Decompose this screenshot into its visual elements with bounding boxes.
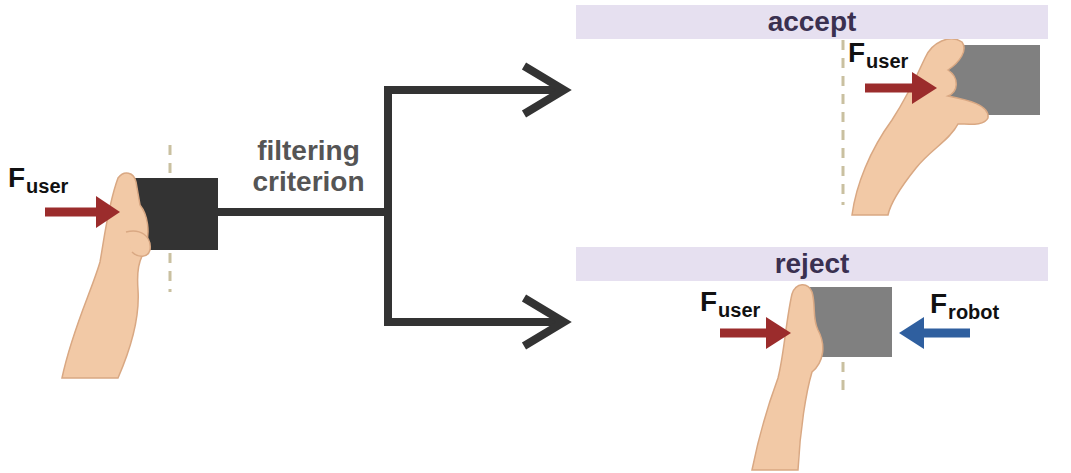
flow-line <box>384 86 392 326</box>
hand <box>752 285 823 470</box>
arrowhead <box>524 298 564 346</box>
force-symbol: F <box>700 287 717 318</box>
force-arrow <box>45 208 100 217</box>
force-symbol: F <box>8 163 25 194</box>
force-arrowhead <box>899 317 924 349</box>
band-label: reject <box>775 248 850 280</box>
flow-line <box>218 208 388 216</box>
force-arrow <box>720 329 770 338</box>
force-symbol: F <box>848 38 865 69</box>
hand <box>62 173 148 378</box>
flow-line <box>384 86 562 94</box>
force-arrowhead <box>96 196 120 228</box>
force-arrow <box>865 84 915 93</box>
force-arrowhead <box>766 317 791 349</box>
arrowhead <box>524 66 564 114</box>
reference-line <box>842 362 845 392</box>
force-arrowhead <box>912 72 937 104</box>
force-subscript: user <box>26 175 68 197</box>
branch-label: filtering criterion <box>226 136 391 198</box>
band-label: accept <box>768 6 857 38</box>
outcome-band: reject <box>576 247 1048 281</box>
force-subscript: user <box>866 50 908 72</box>
force-subscript: user <box>718 299 760 321</box>
reference-line <box>842 40 845 205</box>
flow-line <box>384 318 562 326</box>
hand <box>852 39 988 215</box>
outcome-band: accept <box>576 5 1048 39</box>
thumb <box>126 231 150 256</box>
force-subscript: robot <box>948 301 999 323</box>
force-arrow <box>920 329 970 338</box>
force-symbol: F <box>930 289 947 320</box>
